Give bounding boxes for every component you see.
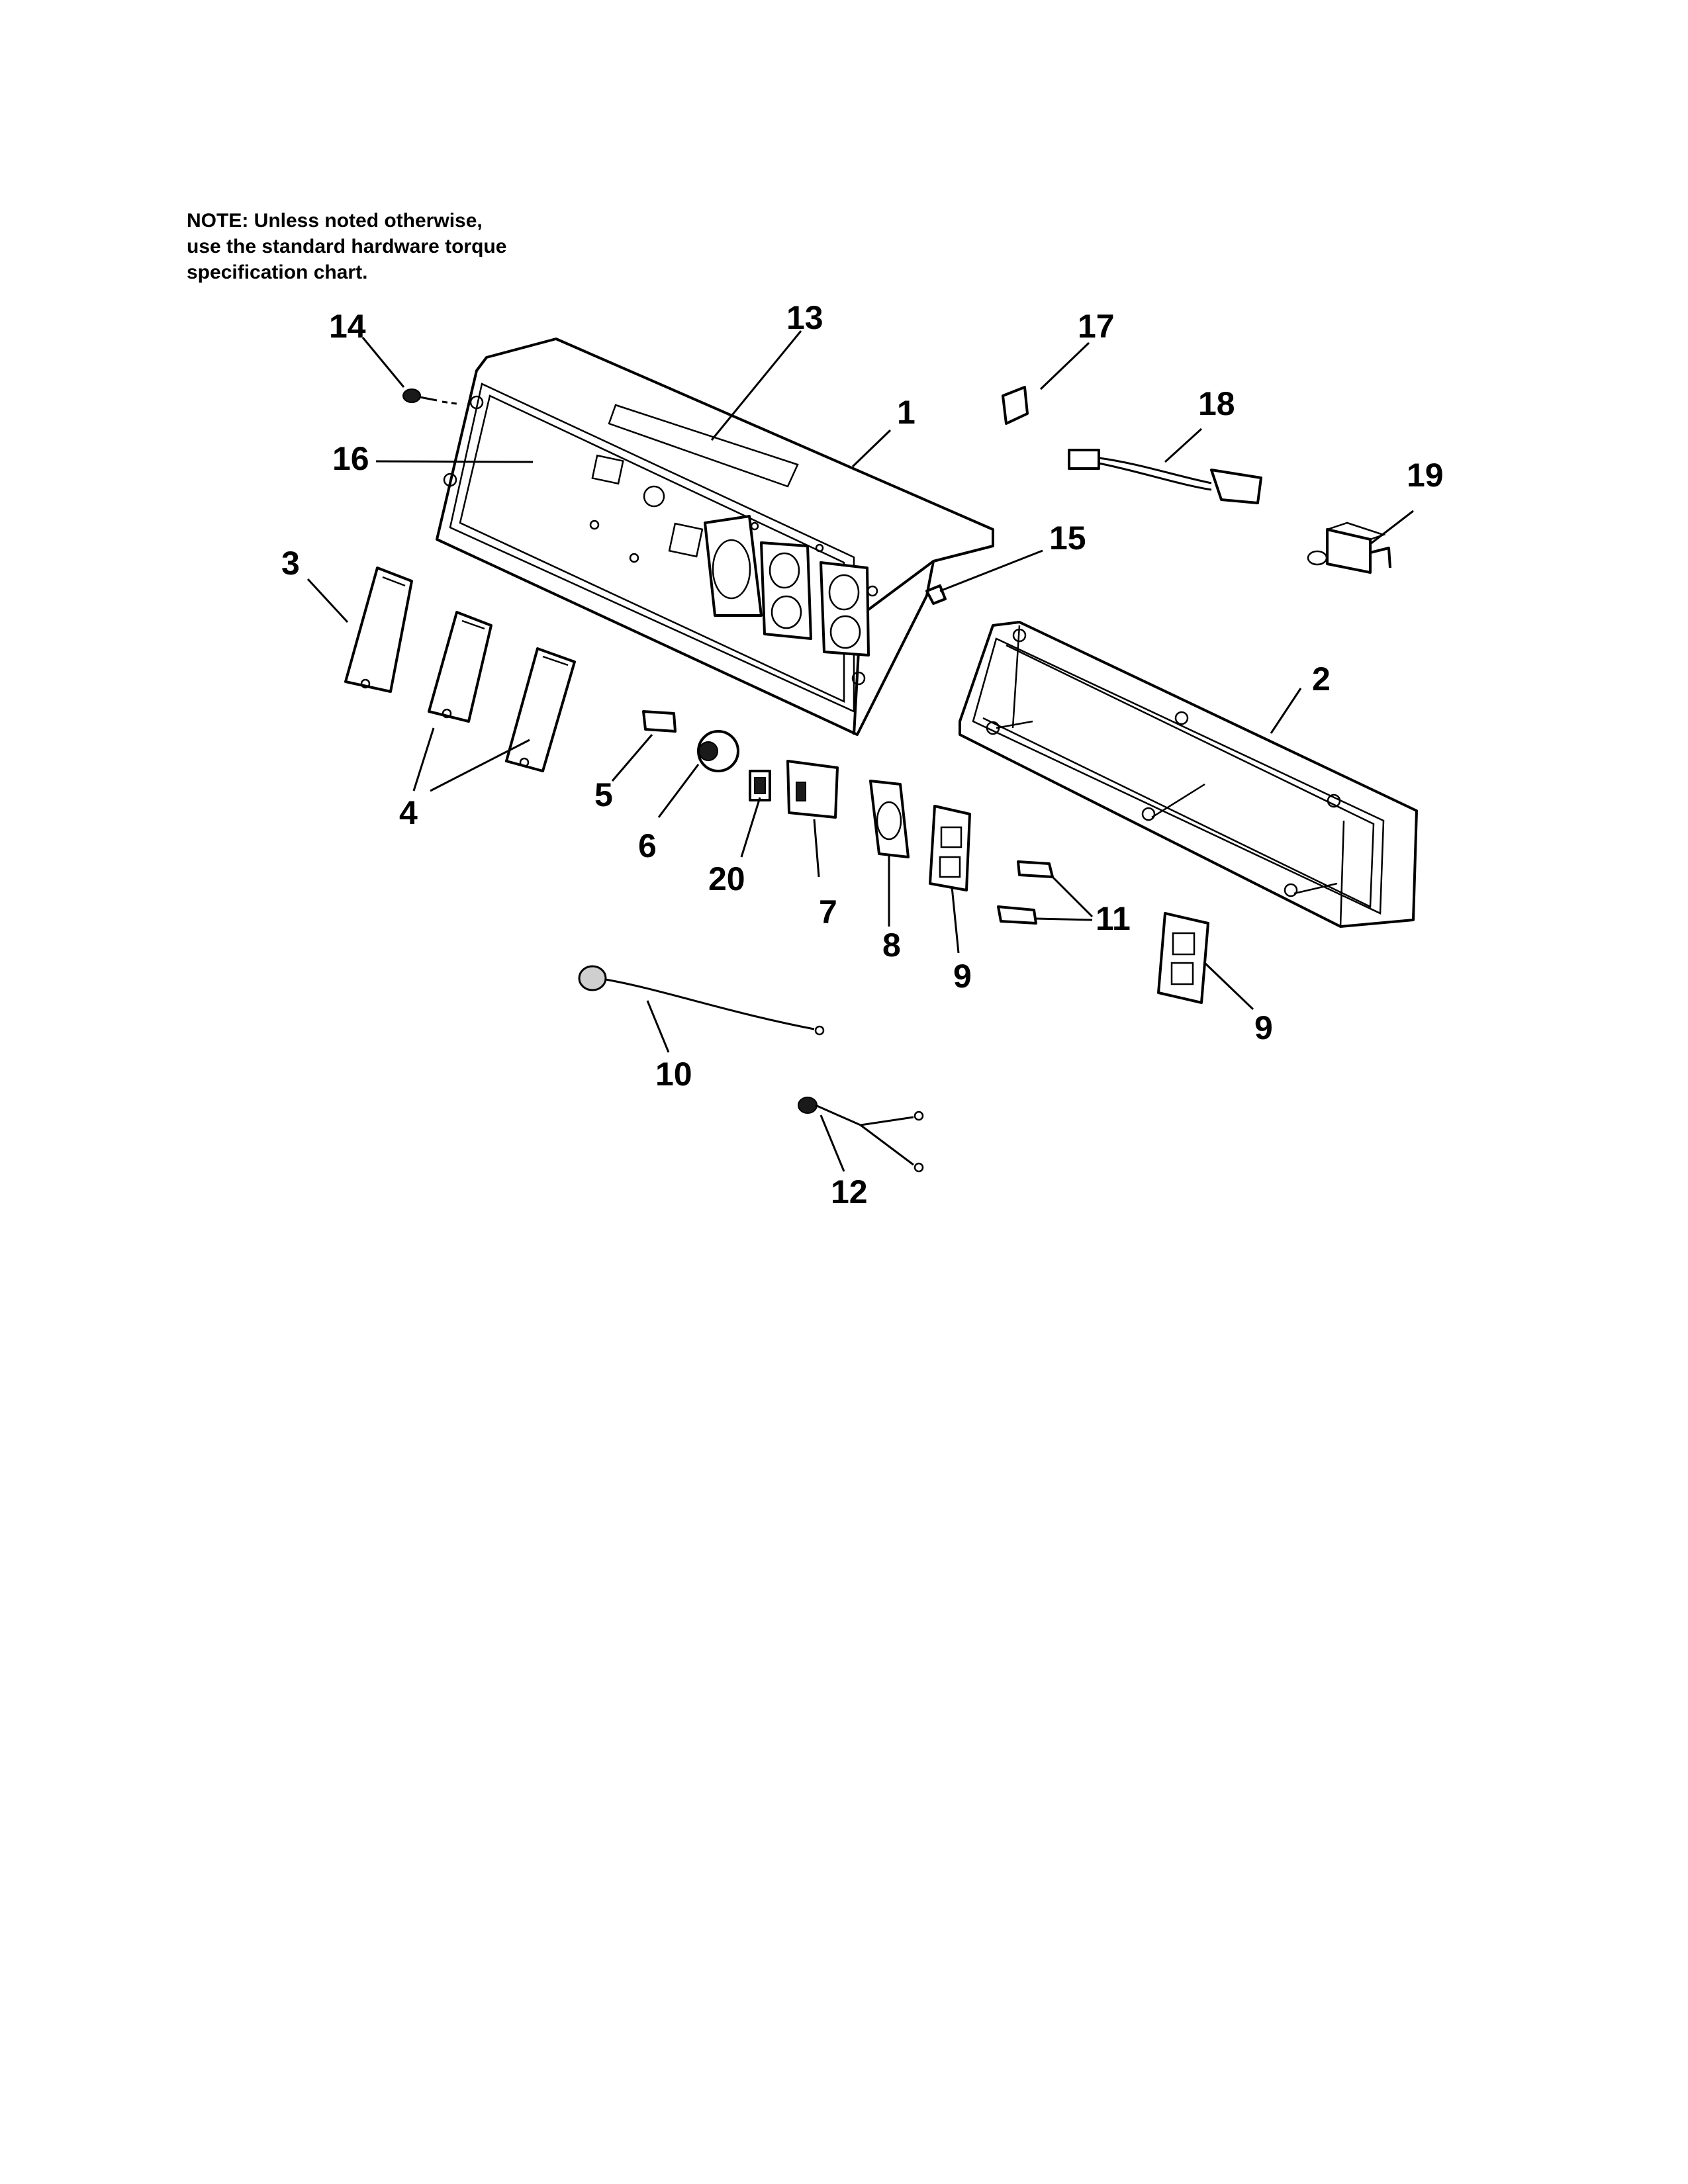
- outlet-part-8: [869, 780, 910, 858]
- callout-9a: 9: [953, 958, 972, 995]
- cover-part-3: [344, 567, 413, 693]
- cover-part-4b: [505, 647, 576, 772]
- callout-13: 13: [786, 299, 823, 336]
- callout-2: 2: [1312, 660, 1331, 698]
- callout-8: 8: [882, 927, 901, 964]
- back-box-part-2: [959, 621, 1418, 928]
- callout-3: 3: [281, 545, 300, 582]
- callout-16: 16: [332, 440, 369, 477]
- clip-part-11a: [1017, 860, 1054, 878]
- note-line-3: specification chart.: [187, 261, 368, 283]
- callout-20: 20: [708, 860, 745, 897]
- callout-6: 6: [638, 827, 657, 864]
- screw-part-14: [402, 388, 457, 405]
- note-text: NOTE: Unless noted otherwise, use the st…: [187, 208, 506, 285]
- callout-12: 12: [831, 1173, 868, 1210]
- clip-part-11b: [997, 905, 1037, 925]
- callout-5: 5: [594, 776, 613, 813]
- note-line-2: use the standard hardware torque: [187, 236, 507, 257]
- callout-19: 19: [1407, 457, 1444, 494]
- breaker-part-7: [786, 760, 839, 819]
- callout-4: 4: [399, 794, 418, 831]
- control-panel-part-1: [436, 338, 994, 736]
- callout-17: 17: [1078, 308, 1115, 345]
- switch-part-20: [749, 770, 771, 801]
- callout-1: 1: [897, 394, 915, 431]
- callout-10: 10: [655, 1056, 692, 1093]
- callout-7: 7: [819, 893, 837, 931]
- block-part-5: [642, 710, 677, 733]
- callout-15: 15: [1049, 520, 1086, 557]
- cover-part-4a: [428, 611, 492, 723]
- duplex-outlet-part-9a: [929, 805, 971, 891]
- rod-part-15: [925, 584, 947, 605]
- module-part-19: [1307, 522, 1391, 574]
- duplex-outlet-part-9b: [1157, 912, 1209, 1004]
- note-line-1: NOTE: Unless noted otherwise,: [187, 210, 483, 232]
- callout-labels: 14 13 1 16 17 18 19 15 3 2 5 4 6 20 7 8 …: [281, 299, 1444, 1210]
- wire-harness-part-18: [1068, 449, 1262, 504]
- callout-14: 14: [329, 308, 366, 345]
- knob-part-6: [697, 730, 739, 772]
- callout-9b: 9: [1254, 1009, 1273, 1046]
- callout-18: 18: [1198, 385, 1235, 422]
- leader-lines: [306, 330, 1414, 1172]
- wired-jack-part-12: [798, 1097, 924, 1173]
- lamp-cord-part-10: [578, 965, 825, 1036]
- relay-part-17: [1002, 386, 1029, 425]
- callout-11: 11: [1096, 900, 1131, 937]
